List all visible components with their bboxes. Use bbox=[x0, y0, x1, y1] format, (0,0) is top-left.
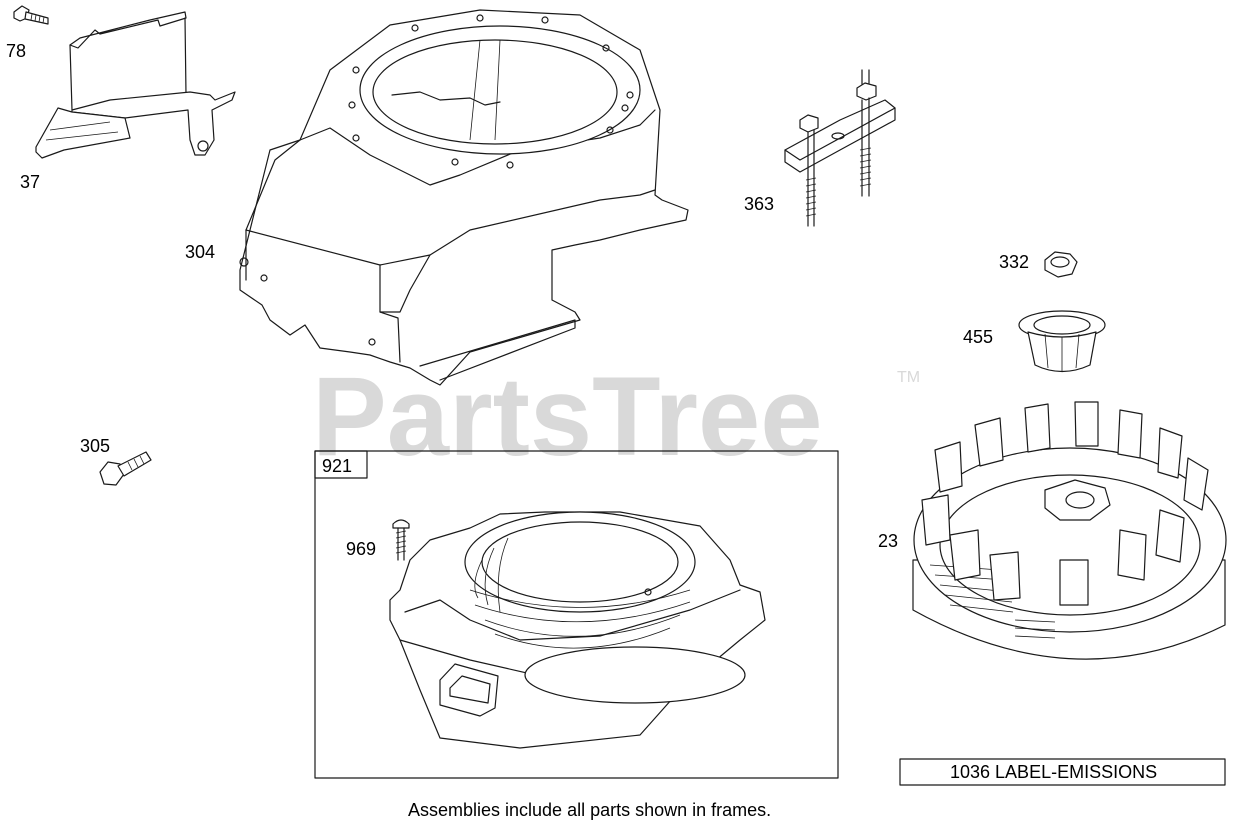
emission-label-text: 1036 LABEL-EMISSIONS bbox=[950, 762, 1157, 782]
callout-23: 23 bbox=[878, 531, 898, 551]
part-304-blower-housing[interactable] bbox=[239, 9, 689, 386]
part-969-screw[interactable] bbox=[392, 519, 410, 561]
frame-label-921: 921 bbox=[322, 456, 352, 476]
callout-455: 455 bbox=[963, 327, 993, 347]
blower-cover[interactable] bbox=[389, 511, 766, 749]
assembly-frame-921[interactable] bbox=[314, 450, 839, 779]
part-332-nut[interactable] bbox=[1044, 251, 1078, 278]
callout-37: 37 bbox=[20, 172, 40, 192]
watermark-trademark: TM bbox=[897, 369, 920, 386]
callout-363: 363 bbox=[744, 194, 774, 214]
part-23-flywheel[interactable] bbox=[912, 401, 1227, 660]
watermark-brand: PartsTree bbox=[312, 354, 823, 479]
part-455-cup[interactable] bbox=[1018, 310, 1106, 373]
callout-78: 78 bbox=[6, 41, 26, 61]
emission-label-box[interactable] bbox=[899, 758, 1226, 786]
callout-969: 969 bbox=[346, 539, 376, 559]
part-37-baffle[interactable] bbox=[35, 11, 236, 159]
part-363-bracket[interactable] bbox=[784, 69, 896, 227]
callout-304: 304 bbox=[185, 242, 215, 262]
part-305-bolt[interactable] bbox=[99, 451, 152, 486]
footer-note: Assemblies include all parts shown in fr… bbox=[408, 800, 771, 820]
callout-332: 332 bbox=[999, 252, 1029, 272]
callout-305: 305 bbox=[80, 436, 110, 456]
part-78-screw[interactable] bbox=[13, 5, 49, 25]
